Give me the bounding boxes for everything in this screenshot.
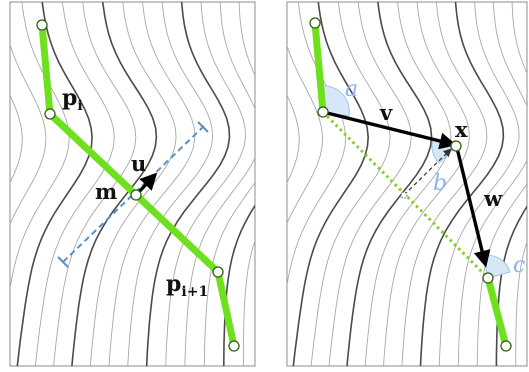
contour-line bbox=[287, 44, 324, 225]
contour-line bbox=[127, 2, 214, 366]
label-v: v bbox=[379, 100, 393, 125]
right-panel: a v x b w c bbox=[286, 1, 528, 367]
contour-line bbox=[53, 2, 137, 366]
label-p-i-sub: i bbox=[77, 98, 82, 114]
contour-line bbox=[328, 2, 412, 366]
contour-line bbox=[383, 2, 470, 366]
contour-line bbox=[476, 2, 527, 366]
dashed-normal-tick-top bbox=[197, 121, 209, 133]
label-p-i-plus-1: pi+1 bbox=[166, 271, 208, 300]
p-i-plus-1-node bbox=[212, 266, 224, 278]
label-p-i-plus-1-sub: i+1 bbox=[181, 284, 208, 300]
label-u: u bbox=[131, 151, 146, 176]
w-vector-arrow bbox=[455, 147, 491, 268]
label-w: w bbox=[483, 186, 503, 211]
label-p-i: pi bbox=[62, 85, 83, 114]
p-i-node bbox=[44, 108, 56, 120]
contour-line bbox=[16, 2, 93, 366]
contour-line bbox=[310, 2, 391, 366]
contour-lines-right bbox=[287, 2, 527, 366]
right-panel-frame bbox=[286, 1, 528, 367]
label-x: x bbox=[455, 117, 468, 142]
contour-line bbox=[242, 239, 255, 366]
contour-line bbox=[346, 2, 433, 366]
left-panel: pi u m pi+1 bbox=[9, 1, 256, 367]
label-angle-a: a bbox=[345, 77, 358, 102]
contour-line bbox=[145, 2, 231, 366]
dashed-normal-tick-bottom bbox=[57, 256, 69, 268]
contour-line bbox=[10, 2, 70, 292]
polyline-node bbox=[309, 17, 321, 29]
contour-line bbox=[165, 2, 246, 366]
contour-line bbox=[292, 2, 370, 366]
contour-line bbox=[438, 2, 520, 366]
contour-line bbox=[10, 43, 47, 226]
label-angle-c: c bbox=[513, 253, 525, 278]
polyline-node bbox=[36, 19, 48, 31]
polyline-right-bottom bbox=[484, 274, 510, 350]
contour-line bbox=[287, 2, 347, 288]
polyline-node bbox=[228, 340, 240, 352]
contour-line bbox=[364, 2, 452, 366]
label-p-i-plus-1-base: p bbox=[166, 271, 181, 297]
contour-line bbox=[71, 2, 158, 366]
chord-midpoint-node bbox=[400, 191, 408, 199]
label-m: m bbox=[95, 179, 117, 204]
label-p-i-base: p bbox=[62, 85, 77, 111]
polyline-node bbox=[317, 106, 329, 118]
x-point-node bbox=[450, 140, 462, 152]
contour-line bbox=[203, 2, 255, 366]
contour-line bbox=[108, 2, 196, 366]
polyline-node bbox=[500, 340, 512, 352]
dashed-normal-line bbox=[62, 125, 205, 263]
label-angle-b: b bbox=[433, 171, 447, 196]
polyline-node bbox=[482, 272, 494, 284]
contour-line bbox=[401, 2, 488, 366]
contour-line bbox=[457, 2, 527, 366]
v-vector-arrow bbox=[322, 110, 457, 150]
dashed-helper-line bbox=[403, 148, 452, 196]
contour-line bbox=[515, 239, 527, 366]
contour-line bbox=[34, 2, 115, 366]
contour-line bbox=[419, 2, 505, 366]
polyline-right-top bbox=[311, 19, 327, 116]
contour-line bbox=[184, 2, 255, 366]
m-midpoint-node bbox=[130, 189, 142, 201]
